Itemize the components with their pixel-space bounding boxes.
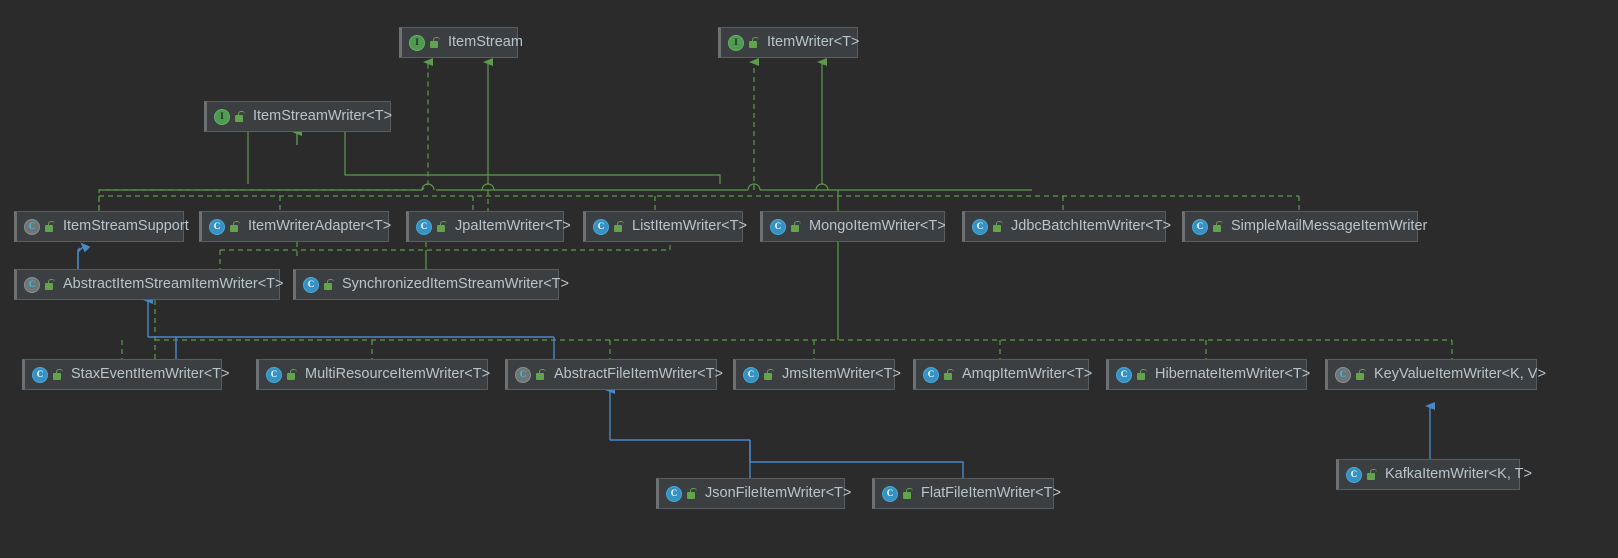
uml-node-label: ListItemWriter<T> xyxy=(632,218,747,235)
class-icon: C xyxy=(882,485,898,502)
uml-node-label: KafkaItemWriter<K, T> xyxy=(1385,466,1532,483)
class-icon: C xyxy=(743,366,759,383)
abstract-class-icon: C xyxy=(24,218,40,235)
uml-node-label: JpaItemWriter<T> xyxy=(455,218,571,235)
uml-node-MultiResourceItemWriter[interactable]: C MultiResourceItemWriter<T> xyxy=(256,359,491,390)
class-icon: C xyxy=(32,366,48,383)
uml-node-label: AbstractFileItemWriter<T> xyxy=(554,366,723,383)
uml-node-JpaItemWriter[interactable]: C JpaItemWriter<T> xyxy=(406,211,571,242)
interface-icon: I xyxy=(728,34,744,51)
uml-node-ListItemWriter[interactable]: C ListItemWriter<T> xyxy=(583,211,747,242)
public-lock-icon xyxy=(51,368,63,382)
class-icon: C xyxy=(1192,218,1208,235)
public-lock-icon xyxy=(1354,368,1366,382)
public-lock-icon xyxy=(612,220,624,234)
uml-node-label: MongoItemWriter<T> xyxy=(809,218,946,235)
uml-node-label: SimpleMailMessageItemWriter xyxy=(1231,218,1428,235)
class-icon: C xyxy=(593,218,609,235)
uml-node-SynchronizedItemStreamWriter[interactable]: C SynchronizedItemStreamWriter<T> xyxy=(293,269,569,300)
uml-node-KafkaItemWriter[interactable]: C KafkaItemWriter<K, T> xyxy=(1336,459,1532,490)
public-lock-icon xyxy=(43,278,55,292)
uml-node-label: StaxEventItemWriter<T> xyxy=(71,366,230,383)
uml-node-label: JdbcBatchItemWriter<T> xyxy=(1011,218,1172,235)
public-lock-icon xyxy=(991,220,1003,234)
uml-node-label: ItemStream xyxy=(448,34,523,51)
class-icon: C xyxy=(303,276,319,293)
uml-node-label: ItemStreamSupport xyxy=(63,218,189,235)
uml-node-ItemStream[interactable]: I ItemStream xyxy=(399,27,523,58)
uml-node-JmsItemWriter[interactable]: C JmsItemWriter<T> xyxy=(733,359,901,390)
uml-node-label: AbstractItemStreamItemWriter<T> xyxy=(63,276,284,293)
interface-icon: I xyxy=(409,34,425,51)
uml-node-JdbcBatchItemWriter[interactable]: C JdbcBatchItemWriter<T> xyxy=(962,211,1171,242)
public-lock-icon xyxy=(942,368,954,382)
class-icon: C xyxy=(923,366,939,383)
class-icon: C xyxy=(770,218,786,235)
public-lock-icon xyxy=(228,220,240,234)
uml-node-FlatFileItemWriter[interactable]: C FlatFileItemWriter<T> xyxy=(872,478,1061,509)
uml-node-AmqpItemWriter[interactable]: C AmqpItemWriter<T> xyxy=(913,359,1093,390)
public-lock-icon xyxy=(1365,468,1377,482)
public-lock-icon xyxy=(534,368,546,382)
public-lock-icon xyxy=(789,220,801,234)
uml-node-label: ItemWriter<T> xyxy=(767,34,860,51)
uml-node-ItemWriter[interactable]: I ItemWriter<T> xyxy=(718,27,860,58)
uml-node-label: JmsItemWriter<T> xyxy=(782,366,901,383)
public-lock-icon xyxy=(901,487,913,501)
public-lock-icon xyxy=(747,36,759,50)
public-lock-icon xyxy=(435,220,447,234)
uml-node-label: MultiResourceItemWriter<T> xyxy=(305,366,491,383)
uml-node-SimpleMailMessageItemWriter[interactable]: C SimpleMailMessageItemWriter xyxy=(1182,211,1427,242)
public-lock-icon xyxy=(285,368,297,382)
class-icon: C xyxy=(1346,466,1362,483)
uml-node-MongoItemWriter[interactable]: C MongoItemWriter<T> xyxy=(760,211,946,242)
public-lock-icon xyxy=(685,487,697,501)
uml-node-AbstractItemStreamItemWriter[interactable]: C AbstractItemStreamItemWriter<T> xyxy=(14,269,284,300)
public-lock-icon xyxy=(1211,220,1223,234)
public-lock-icon xyxy=(233,110,245,124)
uml-node-ItemStreamSupport[interactable]: C ItemStreamSupport xyxy=(14,211,189,242)
public-lock-icon xyxy=(322,278,334,292)
uml-node-JsonFileItemWriter[interactable]: C JsonFileItemWriter<T> xyxy=(656,478,851,509)
interface-icon: I xyxy=(214,108,230,125)
class-icon: C xyxy=(972,218,988,235)
uml-node-label: FlatFileItemWriter<T> xyxy=(921,485,1061,502)
uml-node-label: ItemStreamWriter<T> xyxy=(253,108,393,125)
public-lock-icon xyxy=(762,368,774,382)
uml-node-KeyValueItemWriter[interactable]: C KeyValueItemWriter<K, V> xyxy=(1325,359,1546,390)
uml-node-label: SynchronizedItemStreamWriter<T> xyxy=(342,276,569,293)
class-icon: C xyxy=(266,366,282,383)
class-icon: C xyxy=(666,485,682,502)
uml-node-ItemWriterAdapter[interactable]: C ItemWriterAdapter<T> xyxy=(199,211,392,242)
uml-node-label: ItemWriterAdapter<T> xyxy=(248,218,392,235)
abstract-class-icon: C xyxy=(24,276,40,293)
uml-node-label: HibernateItemWriter<T> xyxy=(1155,366,1311,383)
uml-node-StaxEventItemWriter[interactable]: C StaxEventItemWriter<T> xyxy=(22,359,229,390)
public-lock-icon xyxy=(428,36,440,50)
uml-node-AbstractFileItemWriter[interactable]: C AbstractFileItemWriter<T> xyxy=(505,359,723,390)
uml-node-label: JsonFileItemWriter<T> xyxy=(705,485,852,502)
uml-node-label: AmqpItemWriter<T> xyxy=(962,366,1093,383)
abstract-class-icon: C xyxy=(1335,366,1351,383)
class-icon: C xyxy=(1116,366,1132,383)
class-icon: C xyxy=(416,218,432,235)
public-lock-icon xyxy=(1135,368,1147,382)
uml-node-HibernateItemWriter[interactable]: C HibernateItemWriter<T> xyxy=(1106,359,1311,390)
class-icon: C xyxy=(209,218,225,235)
public-lock-icon xyxy=(43,220,55,234)
uml-node-label: KeyValueItemWriter<K, V> xyxy=(1374,366,1546,383)
abstract-class-icon: C xyxy=(515,366,531,383)
uml-node-ItemStreamWriter[interactable]: I ItemStreamWriter<T> xyxy=(204,101,393,132)
